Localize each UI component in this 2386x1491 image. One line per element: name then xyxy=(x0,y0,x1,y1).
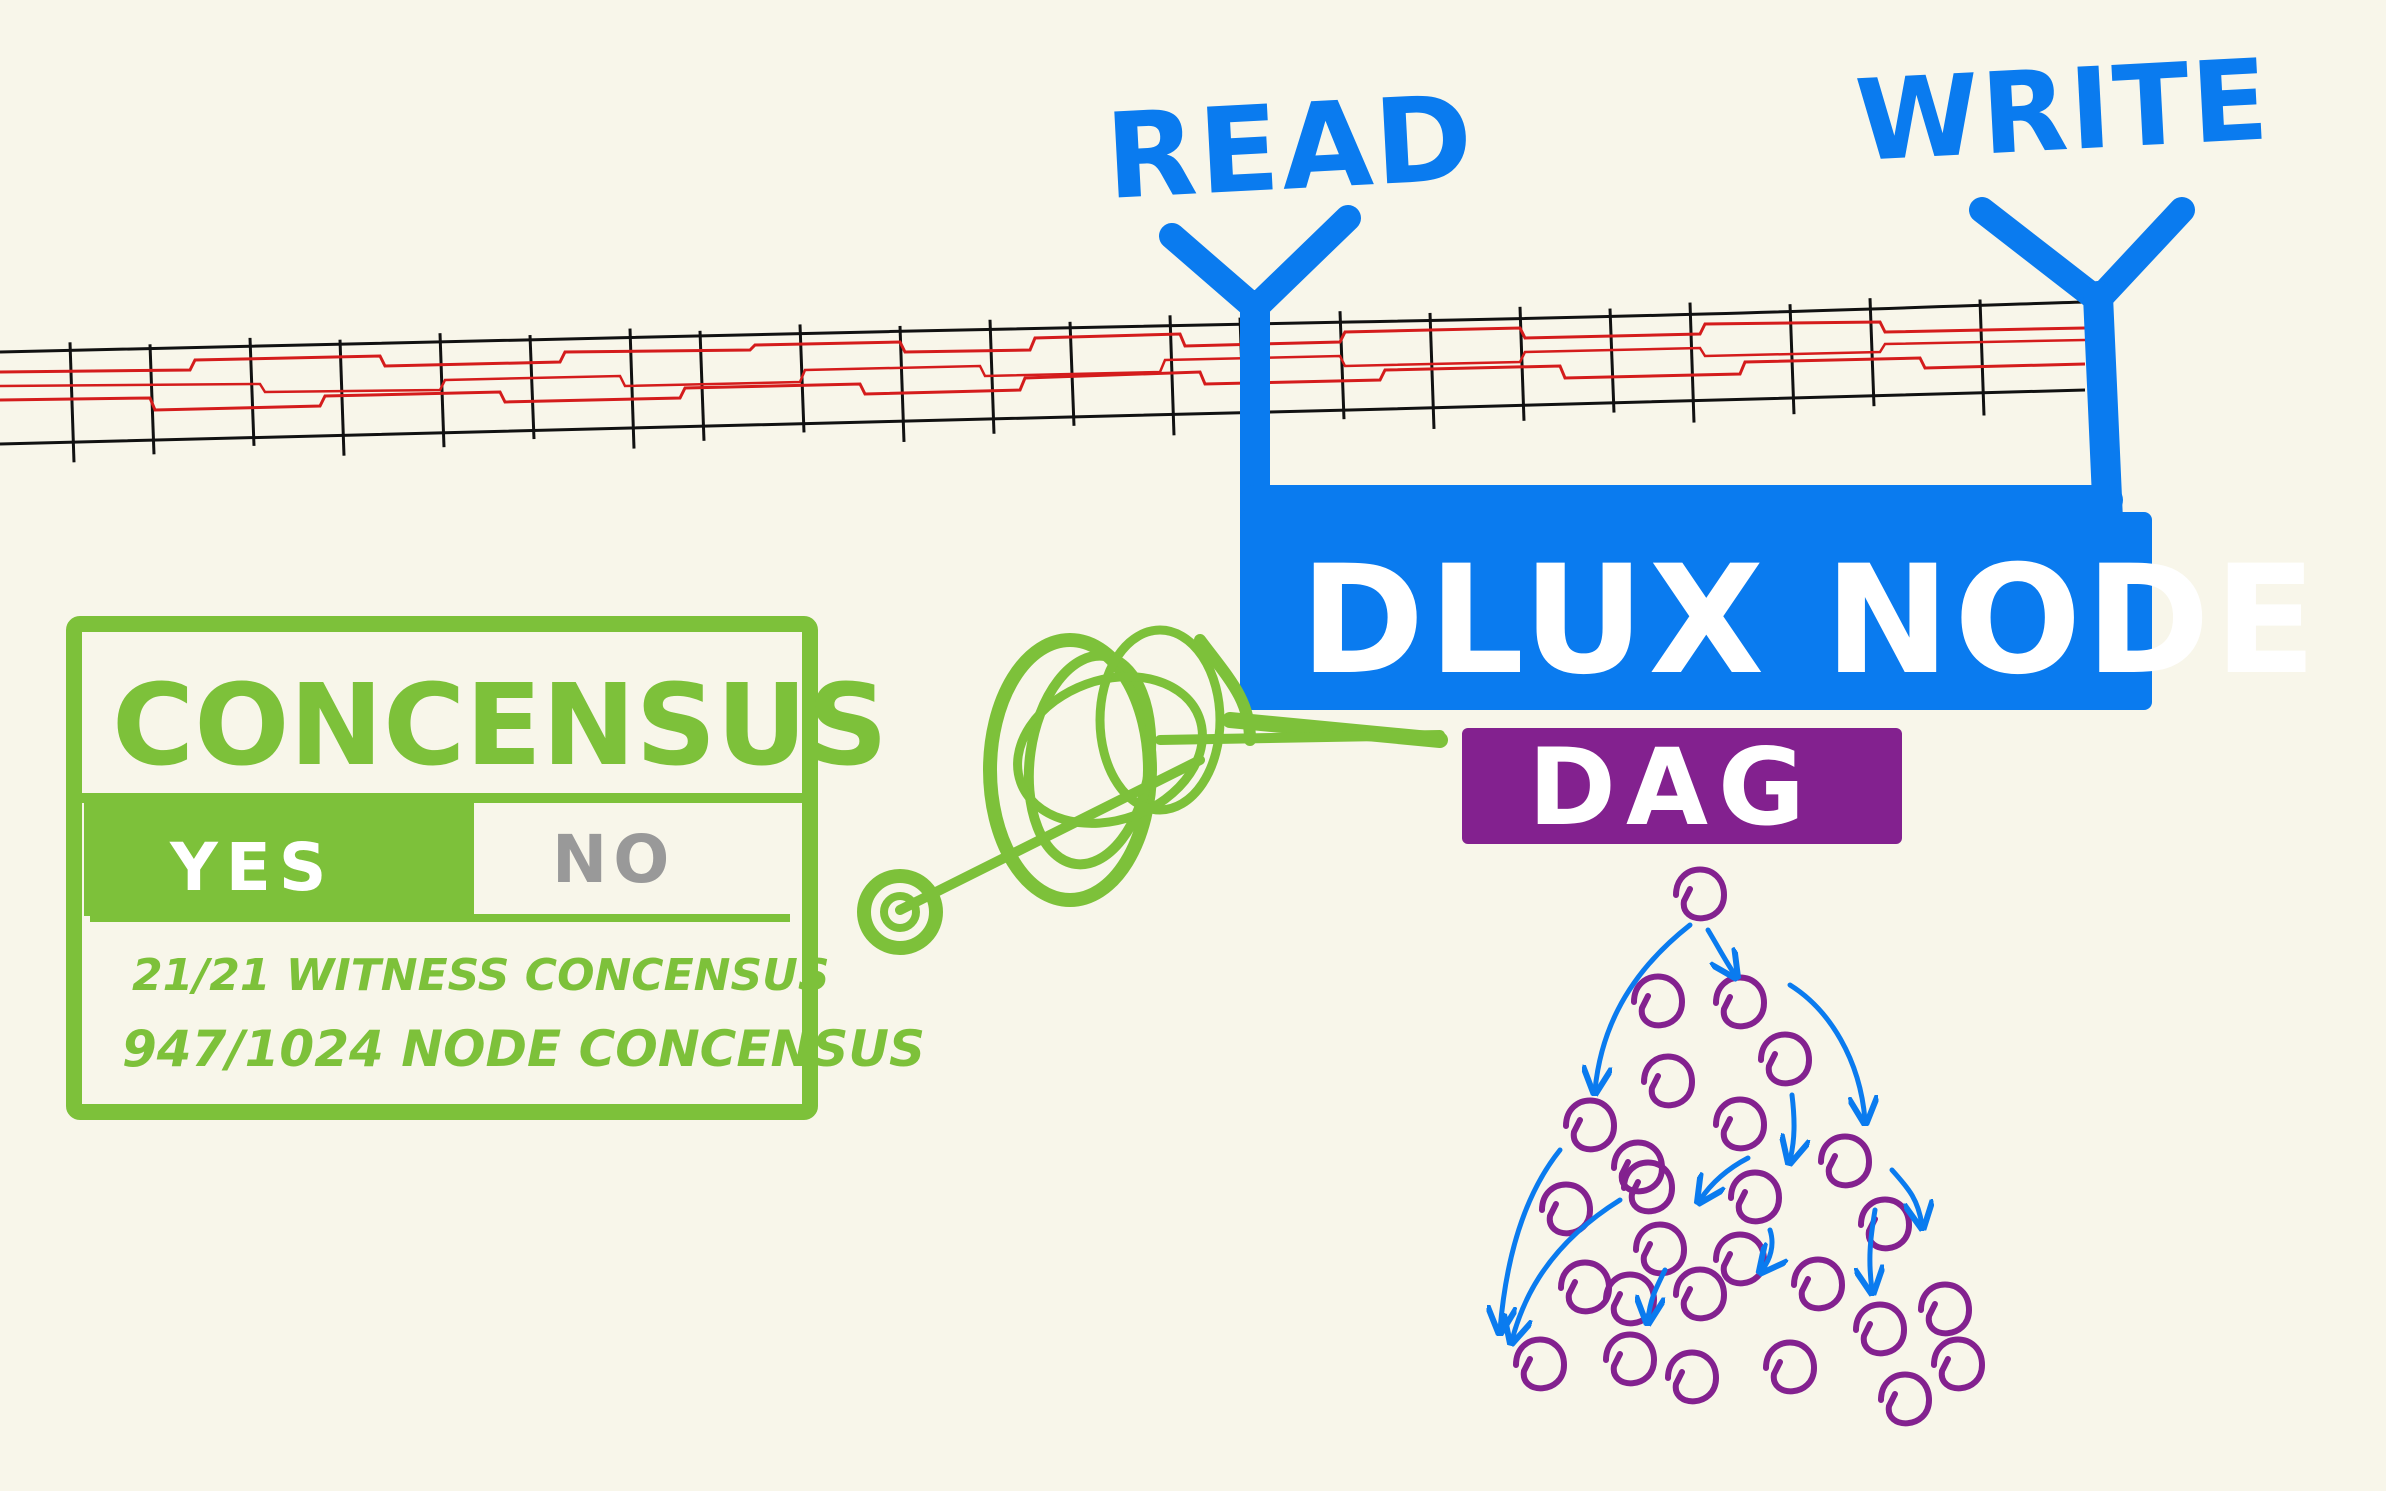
dag-node xyxy=(1513,1336,1568,1392)
block-separator xyxy=(1978,299,1986,416)
chain-red-line-3 xyxy=(0,338,2086,394)
consensus-title: CONCENSUS xyxy=(112,661,888,791)
yes-label: YES xyxy=(169,829,334,906)
dag-node xyxy=(1621,1159,1676,1215)
dag-graph xyxy=(1500,866,1986,1427)
block-separator xyxy=(68,342,76,463)
dag-node xyxy=(1603,1331,1658,1387)
dag-edge-arrow xyxy=(1595,922,1693,1090)
dag-edge-arrow xyxy=(1705,927,1735,975)
block-separator xyxy=(1428,312,1436,430)
block-separator xyxy=(1518,306,1526,421)
dlux-node-label: DLUX NODE xyxy=(1300,534,2320,708)
dag-node xyxy=(1539,1181,1594,1237)
dag-node xyxy=(1931,1336,1986,1392)
block-separator xyxy=(528,334,536,440)
blockchain-strip xyxy=(0,298,2086,463)
chain-red-line-2 xyxy=(0,356,2086,412)
green-scribble-connector xyxy=(857,625,1448,955)
dag-node xyxy=(1818,1133,1873,1189)
dag-node xyxy=(1713,1096,1768,1152)
dag-edge-arrow xyxy=(1870,1207,1875,1290)
dag-node xyxy=(1673,1266,1728,1322)
chain-rail-bottom xyxy=(0,388,2086,446)
dag-node xyxy=(1633,1221,1688,1277)
dag-node xyxy=(1858,1196,1913,1252)
dag-node xyxy=(1673,866,1728,922)
dag-node xyxy=(1713,974,1768,1030)
dag-node xyxy=(1641,1053,1696,1109)
dag-edge-arrow xyxy=(1700,1155,1751,1200)
dag-edge-arrow xyxy=(1889,1167,1922,1225)
block-separator xyxy=(248,337,256,446)
no-option[interactable]: NO xyxy=(476,800,806,916)
witness-consensus-line: 21/21 WITNESS CONCENSUS xyxy=(132,950,830,1001)
read-label: READ xyxy=(1102,69,1477,226)
dag-node xyxy=(1665,1349,1720,1405)
dag-node xyxy=(1918,1281,1973,1337)
block-separator xyxy=(438,333,446,448)
dag-node xyxy=(1878,1371,1933,1427)
dag-edge-arrow xyxy=(1790,1092,1794,1160)
node-consensus-line: 947/1024 NODE CONCENSUS xyxy=(122,1020,925,1078)
chain-red-line-1 xyxy=(0,320,2086,374)
dag-edge-arrow xyxy=(1648,1267,1668,1320)
block-separator xyxy=(628,328,636,449)
dag-node xyxy=(1563,1097,1618,1153)
dag-node xyxy=(1791,1256,1846,1312)
write-label: WRITE xyxy=(1853,35,2274,187)
dag-node xyxy=(1763,1339,1818,1395)
block-separator xyxy=(698,330,706,441)
dlux-node-box: DLUX NODE xyxy=(1240,512,2320,710)
chain-rail-top xyxy=(0,300,2086,354)
dag-node xyxy=(1853,1301,1908,1357)
dag-node xyxy=(1728,1169,1783,1225)
dag-node xyxy=(1631,973,1686,1029)
dag-edge-arrow xyxy=(1762,1227,1772,1270)
dag-edge-arrow xyxy=(1787,982,1865,1120)
block-separator xyxy=(1688,302,1696,423)
dag-node xyxy=(1758,1031,1813,1087)
block-separator xyxy=(1338,311,1346,420)
write-connector xyxy=(1969,197,2195,535)
dag-node xyxy=(1558,1259,1613,1315)
no-label: NO xyxy=(552,821,675,898)
yes-option[interactable] xyxy=(84,800,474,916)
dag-box: DAG xyxy=(1462,726,1902,849)
consensus-panel: CONCENSUS YES NO 21/21 WITNESS CONCENSUS… xyxy=(66,616,925,1120)
dag-edge-arrow xyxy=(1512,1197,1623,1340)
block-separator xyxy=(1608,308,1616,413)
read-connector xyxy=(1159,205,1361,535)
block-separator xyxy=(338,339,346,456)
dag-label: DAG xyxy=(1528,726,1815,849)
dag-edge-arrow xyxy=(1500,1147,1563,1330)
dag-node xyxy=(1713,1231,1768,1287)
